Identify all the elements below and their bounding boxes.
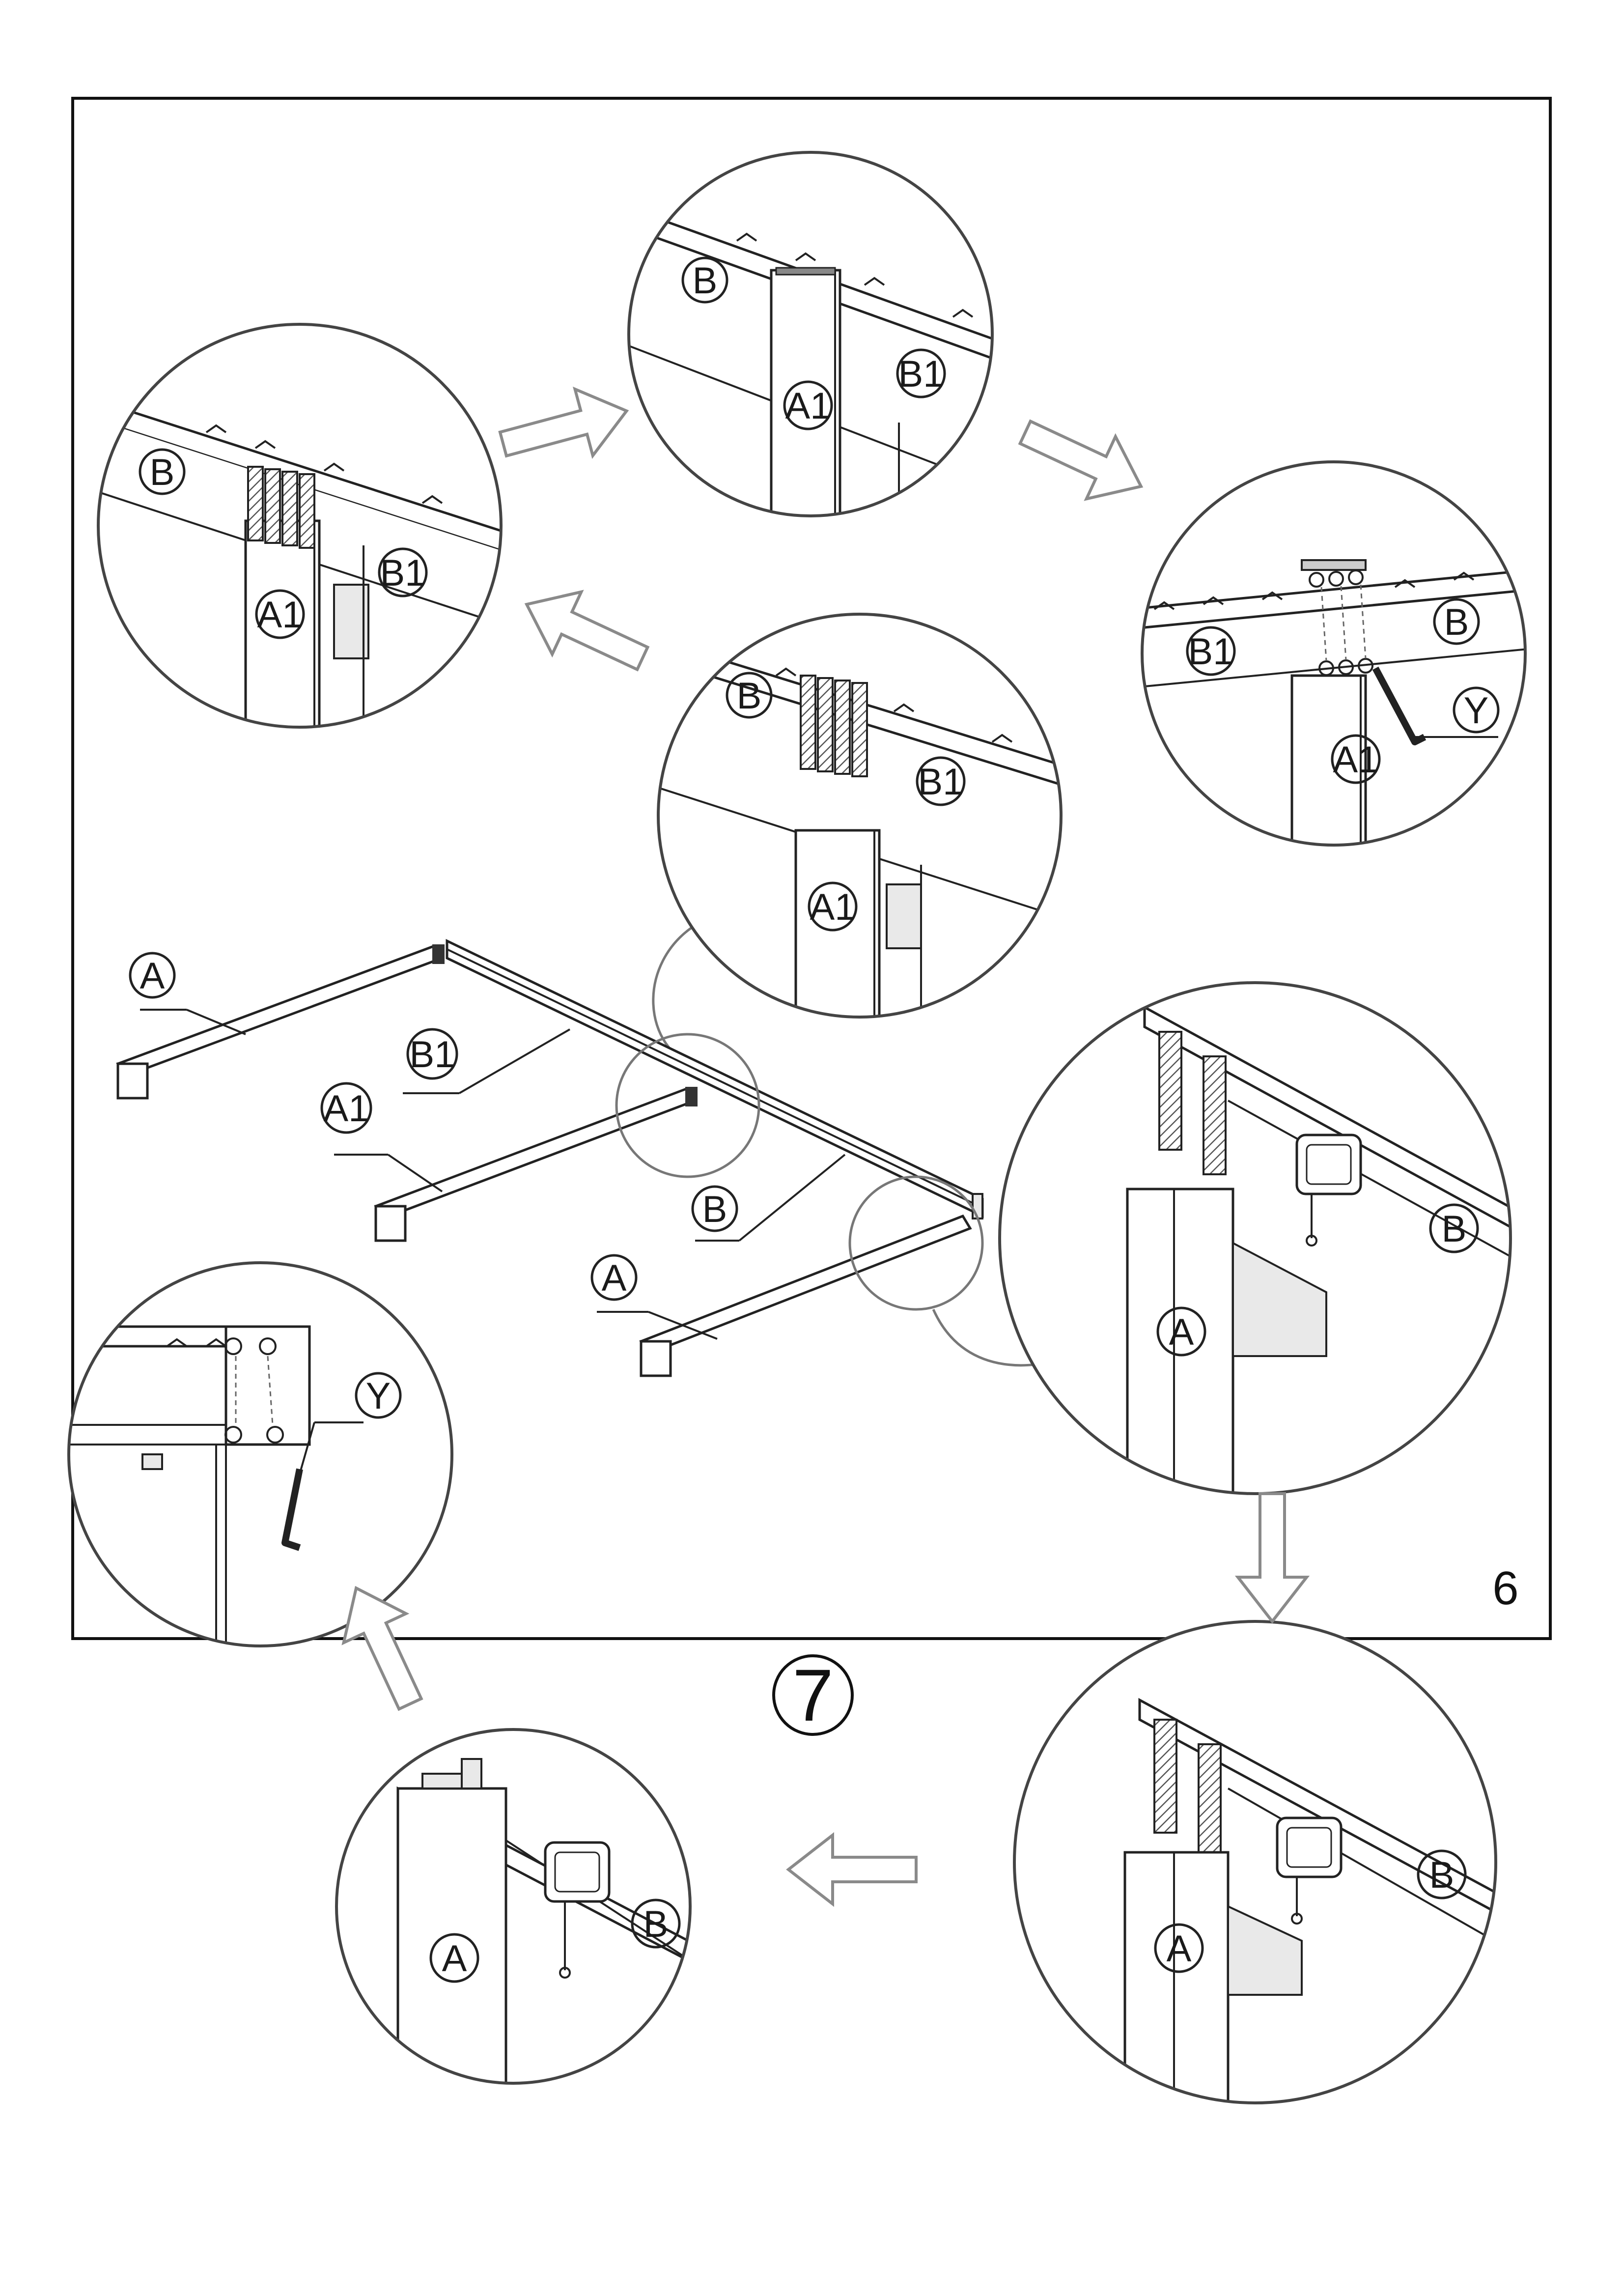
step-number: 7 [792, 1654, 833, 1736]
label-b1: B1 [410, 1034, 455, 1076]
detail-panel-5: B A [932, 981, 1512, 1495]
page-number: 6 [1492, 1562, 1518, 1615]
detail-panel-2: B B1 A1 [627, 151, 994, 517]
step-badge: 7 [772, 1654, 854, 1736]
magnify-lens-center [615, 1033, 760, 1178]
label-y: Y [366, 1375, 391, 1417]
label-a1: A1 [1333, 739, 1379, 781]
label-a: A [140, 955, 165, 997]
flow-arrows [341, 386, 1310, 1907]
label-b: B [644, 1903, 669, 1945]
detail-panel-4: B B1 A1 [652, 613, 1063, 1068]
label-a: A [1169, 1311, 1194, 1353]
label-a: A [442, 1938, 467, 1980]
label-b: B [1444, 601, 1469, 643]
detail-panel-6: B A [1013, 1620, 1497, 2104]
label-b: B [702, 1189, 728, 1230]
label-b1: B1 [1188, 631, 1234, 673]
label-a1: A1 [785, 385, 831, 427]
cam-lock-icon [1276, 1816, 1343, 1878]
label-a: A [602, 1257, 627, 1299]
hex-key-icon [281, 1468, 303, 1551]
flow-arrow-icon [498, 386, 629, 459]
label-y: Y [1464, 690, 1489, 732]
label-b: B [693, 260, 718, 302]
flow-arrow-icon [524, 590, 650, 672]
label-b1: B1 [380, 552, 426, 594]
label-b: B [1442, 1208, 1467, 1250]
label-a: A [1167, 1928, 1192, 1970]
flow-arrow-icon [1018, 419, 1144, 501]
flow-arrow-icon [786, 1832, 918, 1907]
detail-panel-1: B B1 A1 [97, 323, 503, 729]
flow-arrow-icon [1234, 1492, 1310, 1624]
label-a1: A1 [810, 886, 856, 928]
magnify-lens-right [848, 1175, 984, 1311]
cam-lock-icon [1295, 1134, 1362, 1195]
label-b: B [737, 675, 762, 717]
detail-panel-8: Y [67, 1261, 453, 1647]
cam-lock-icon [544, 1841, 611, 1903]
label-a1: A1 [257, 594, 303, 636]
detail-panel-3: B1 B Y A1 [1141, 460, 1527, 847]
main-frame-assembly: A B1 A1 B A [116, 939, 984, 1377]
label-b1: B1 [898, 353, 944, 395]
label-b: B [1429, 1854, 1455, 1896]
detail-panel-7: A B [335, 1728, 692, 2085]
hex-key-icon [1372, 666, 1427, 745]
page-frame [71, 97, 1552, 1640]
label-a1: A1 [324, 1088, 369, 1130]
label-b: B [150, 452, 175, 493]
flow-arrow-icon [341, 1586, 423, 1711]
label-b1: B1 [918, 761, 964, 803]
